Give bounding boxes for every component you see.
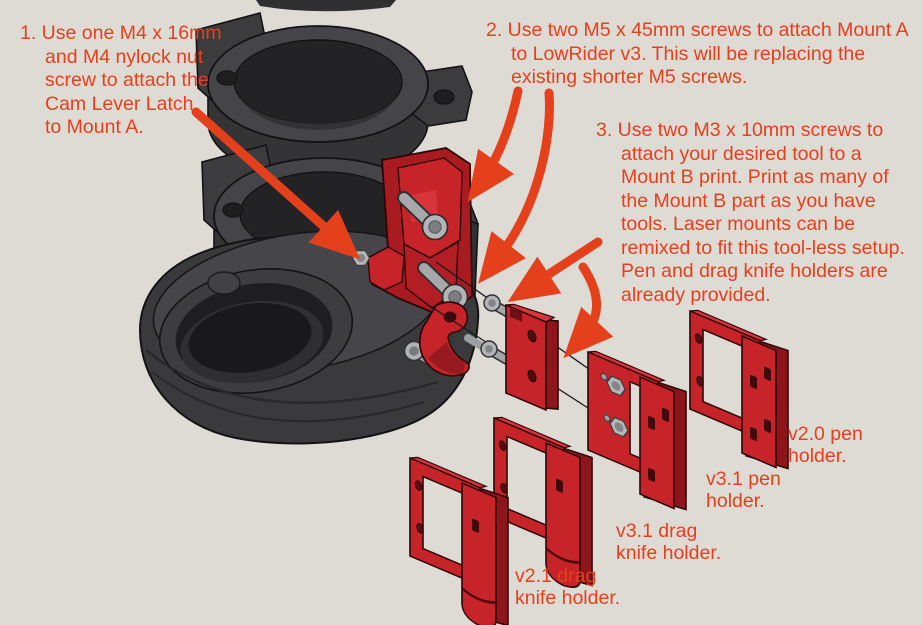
label-line: v3.1 pen (706, 468, 781, 490)
callout-arrows (191, 86, 605, 360)
label-line: v2.1 drag (515, 565, 597, 587)
label-v31-drag-knife-holder: v3.1 drag knife holder. (616, 520, 721, 564)
tube-top-sliver (256, 0, 396, 12)
annotation-line: remixed to fit this tool-less setup. (621, 236, 905, 259)
holder-v20-pen (689, 306, 789, 475)
annotation-line: existing shorter M5 screws. (511, 66, 748, 88)
holder-v31-pen (587, 350, 687, 511)
annotation-line: the Mount B part as you have (621, 189, 876, 212)
annotation-line: 1. Use one M4 x 16mm (20, 22, 222, 44)
step3-arrow-mount-b (560, 262, 605, 360)
annotation-line: to Mount A. (45, 116, 144, 138)
annotation-line: Cam Lever Latch (45, 92, 194, 115)
annotation-step-2: 2. Use two M5 x 45mm screws to attach Mo… (486, 19, 909, 90)
step2-arrow-upper (462, 86, 523, 202)
m5-screws (397, 191, 469, 311)
annotation-step-1: 1. Use one M4 x 16mm and M4 nylock nut s… (20, 22, 222, 140)
annotation-step-3: 3. Use two M3 x 10mm screws to attach yo… (596, 119, 905, 307)
step1-arrow (191, 107, 362, 263)
annotation-line: attach your desired tool to a (621, 142, 862, 165)
annotation-line: 2. Use two M5 x 45mm screws to attach Mo… (486, 19, 909, 41)
label-line: v2.0 pen (788, 423, 863, 445)
label-line: knife holder. (616, 542, 722, 564)
mount-b-block (505, 303, 559, 412)
step2-arrow-lower (473, 88, 554, 284)
label-v20-pen-holder: v2.0 pen holder. (788, 423, 863, 467)
annotation-line: Pen and drag knife holders are (621, 260, 888, 282)
annotation-line: already provided. (621, 283, 771, 306)
label-line: knife holder. (515, 587, 621, 609)
mount-a (367, 147, 473, 320)
annotation-line: tools. Laser mounts can be (621, 213, 856, 235)
label-v31-pen-holder: v3.1 pen holder. (706, 468, 781, 512)
step3-arrow-screws (509, 237, 603, 309)
annotation-line: 3. Use two M3 x 10mm screws to (596, 119, 884, 141)
annotation-line: screw to attach the (45, 69, 209, 91)
annotation-line: and M4 nylock nut (45, 45, 204, 68)
annotation-line: Mount B print. Print as many of (621, 166, 889, 188)
label-line: holder. (706, 490, 765, 512)
label-line: v3.1 drag (616, 520, 698, 542)
annotation-line: to LowRider v3. This will be replacing t… (511, 42, 866, 65)
label-line: holder. (788, 445, 847, 467)
label-v21-drag-knife-holder: v2.1 drag knife holder. (515, 565, 620, 609)
